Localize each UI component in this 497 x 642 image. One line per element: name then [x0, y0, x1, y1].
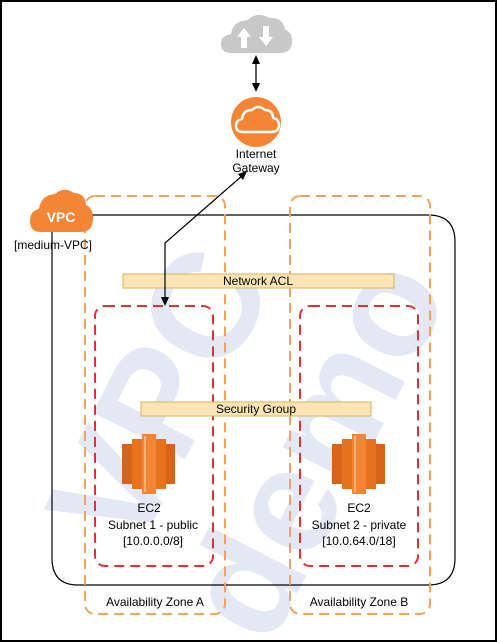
subnet-private-border — [299, 305, 419, 567]
subnet-cidr-label-a: [10.0.0.0/8] — [123, 534, 183, 548]
gateway-label-line1: Internet — [236, 147, 277, 161]
subnet-name-label-a: Subnet 1 - public — [108, 518, 198, 532]
subnet-public-border — [94, 305, 214, 567]
zone-label-b: Availability Zone B — [310, 595, 409, 609]
security-group-bar — [140, 401, 372, 417]
internet-link-arrow — [252, 55, 260, 92]
security-group-label: Security Group — [216, 402, 296, 416]
vpc-boundary — [51, 214, 456, 586]
availability-zone-a — [84, 195, 226, 615]
zone-label-a: Availability Zone A — [106, 595, 204, 609]
ec2-type-label-b: EC2 — [347, 501, 371, 515]
internet-cloud-icon — [220, 15, 293, 53]
subnet-cidr-label-b: [10.0.64.0/18] — [322, 534, 395, 548]
gateway-cloud-icon — [234, 105, 281, 134]
ec2-instance-icon — [332, 434, 385, 494]
ec2-instance-icon — [122, 434, 175, 494]
upload-arrow-icon — [237, 28, 251, 48]
network-acl-label: Network ACL — [223, 274, 293, 288]
gateway-to-subnet-connector — [161, 171, 247, 306]
network-acl-bar — [122, 273, 395, 289]
gateway-label-line2: Gateway — [232, 161, 279, 175]
vpc-name-label: [medium-VPC] — [14, 238, 92, 252]
download-arrow-icon — [259, 26, 273, 46]
ec2-type-label-a: EC2 — [137, 501, 161, 515]
vpc-badge-icon: VPC — [30, 189, 93, 232]
subnet-name-label-b: Subnet 2 - private — [312, 518, 407, 532]
vpc-badge-text: VPC — [47, 209, 76, 225]
internet-gateway-icon — [231, 97, 281, 147]
